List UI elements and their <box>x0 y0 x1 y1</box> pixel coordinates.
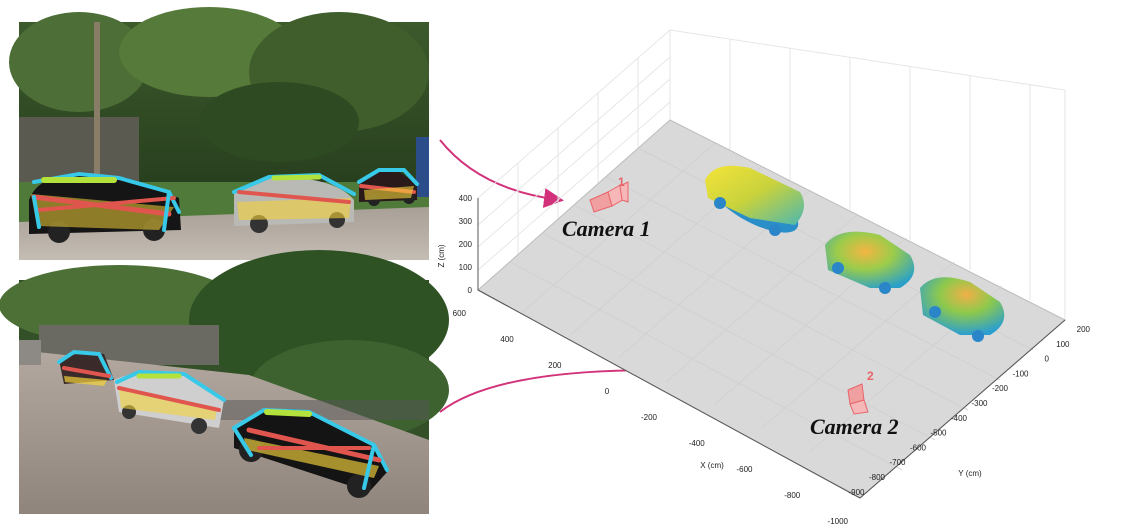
x-tick-label: 600 <box>453 309 467 318</box>
y-tick-label: -900 <box>848 488 865 497</box>
x-axis-ticks: 600 400 200 0 -200 -400 -600 -800 -1000 <box>453 309 849 526</box>
y-tick-label: -600 <box>910 443 927 452</box>
z-tick-label: 100 <box>459 263 473 272</box>
car-model-3 <box>920 277 1005 342</box>
car-model-1 <box>705 165 804 236</box>
y-tick-label: -100 <box>1012 369 1029 378</box>
y-axis-label: Y (cm) <box>958 469 982 478</box>
x-tick-label: 200 <box>548 361 562 370</box>
z-axis-label: Z (cm) <box>437 244 446 267</box>
y-tick-label: 0 <box>1045 355 1050 364</box>
y-tick-label: -400 <box>951 414 968 423</box>
camera-2-icon: 2 <box>847 369 874 415</box>
z-tick-label: 200 <box>459 240 473 249</box>
camera-1-label: Camera 1 <box>562 216 651 241</box>
x-tick-label: -200 <box>641 413 658 422</box>
x-tick-label: -1000 <box>828 517 849 526</box>
camera-1-icon: 1 <box>589 175 629 213</box>
x-axis-label: X (cm) <box>700 461 724 470</box>
y-tick-label: 200 <box>1077 325 1091 334</box>
y-tick-label: -800 <box>869 473 886 482</box>
z-tick-label: 400 <box>459 194 473 203</box>
x-tick-label: -600 <box>736 465 753 474</box>
x-tick-label: 400 <box>500 335 514 344</box>
camera-1-photo <box>9 7 429 260</box>
arrow-to-camera-1 <box>439 139 564 208</box>
y-tick-label: -300 <box>971 399 988 408</box>
z-axis-ticks: 400 300 200 100 0 <box>459 194 473 295</box>
y-tick-label: -500 <box>930 429 947 438</box>
y-tick-label: -700 <box>889 458 906 467</box>
car-model-2 <box>825 231 915 294</box>
x-tick-label: -400 <box>689 439 706 448</box>
y-tick-label: -200 <box>992 384 1009 393</box>
z-tick-label: 0 <box>468 286 473 295</box>
y-tick-label: 100 <box>1056 340 1070 349</box>
x-tick-label: -800 <box>784 491 801 500</box>
x-tick-label: 0 <box>605 387 610 396</box>
z-tick-label: 300 <box>459 217 473 226</box>
camera-2-photo <box>0 250 449 514</box>
camera-2-number: 2 <box>867 369 874 383</box>
y-axis-ticks: 200 100 0 -100-200 -300-400 -500-600 -700-800-… <box>848 325 1090 497</box>
camera-2-label: Camera 2 <box>810 414 899 439</box>
camera-1-number: 1 <box>618 175 625 189</box>
